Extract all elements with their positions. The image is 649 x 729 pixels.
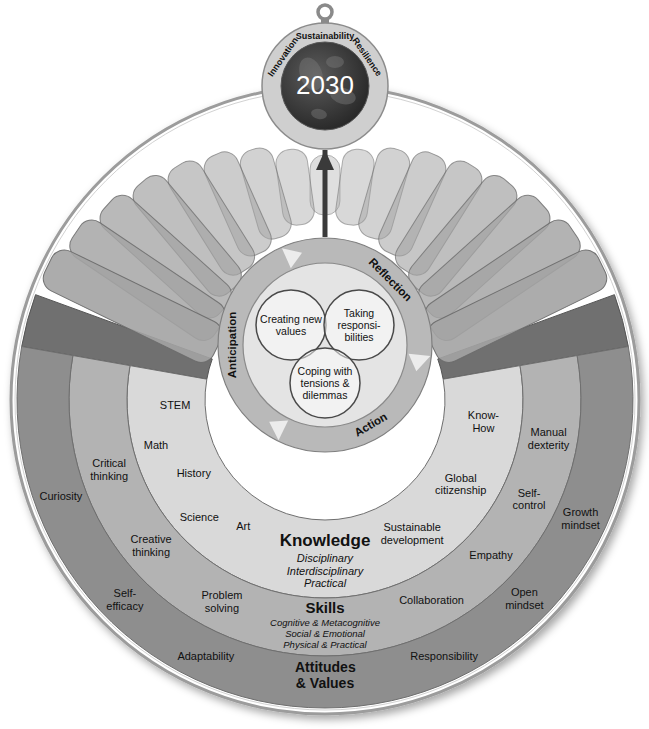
ring-label: Sustainability (296, 30, 355, 40)
text-holder: Math (144, 439, 168, 452)
band-item: Collaboration (399, 594, 464, 607)
text-holder: History (177, 466, 211, 479)
earth-disc (281, 42, 369, 130)
text-holder: Open mindset (505, 587, 544, 612)
cycle-arrow (409, 354, 431, 371)
text-holder: Self-efficacy (106, 588, 143, 613)
band-item: Know-How (468, 410, 499, 435)
text-holder: Growth mindset (561, 507, 600, 532)
band-subtitle: Cognitive & Metacognitive Social & Emoti… (270, 617, 381, 650)
text-holder: Collaboration (399, 594, 464, 607)
band-item: Growth mindset (561, 507, 600, 532)
medallion (11, 86, 639, 714)
year-label: 2030 (296, 71, 354, 101)
text-holder: Skills (305, 599, 344, 616)
text-holder: Coping with tensions & dilemmas (294, 365, 356, 401)
band-item: Art (236, 520, 250, 533)
earth-land (310, 108, 327, 121)
text-holder: Manual dexterity (528, 427, 570, 452)
text-holder: Self-control (513, 487, 546, 512)
coil-segment (423, 245, 611, 367)
text-holder: Critical thinking (90, 458, 128, 483)
cycle-label: Anticipation (226, 312, 239, 378)
medallion-rim (15, 90, 635, 710)
text-holder: Science (180, 511, 219, 524)
pointer-arrow (323, 150, 328, 237)
band-item: History (177, 466, 211, 479)
band-item: Responsibility (410, 649, 478, 662)
band-heading: Knowledge (280, 531, 371, 551)
text-holder: Sustainability (296, 30, 355, 40)
coil-segment (39, 245, 227, 367)
text-holder: Disciplinary Interdisciplinary Practical (287, 552, 363, 590)
cycle-arrow (269, 420, 288, 440)
band-subtitle: Disciplinary Interdisciplinary Practical (287, 552, 363, 590)
cycle-core (243, 263, 407, 427)
band-item: Sustainable development (381, 522, 444, 547)
competency-outline (290, 348, 360, 418)
globe-ring (262, 23, 388, 149)
text-holder: Attitudes & Values (295, 659, 355, 691)
cycle-arrow (282, 248, 302, 268)
competency-text: Creating new values (260, 313, 322, 337)
competency-circle: Coping with tensions & dilemmas (289, 347, 361, 419)
text-holder: Responsibility (410, 649, 478, 662)
cycle-ring: ReflectionAnticipationActionCreating new… (217, 237, 433, 453)
cycle-ring-outline (217, 237, 433, 453)
band-item: Critical thinking (90, 458, 128, 483)
text-holder: Adaptability (177, 649, 234, 662)
band-heading: Skills (305, 599, 344, 616)
band-item: Manual dexterity (528, 427, 570, 452)
band-item: Empathy (469, 549, 512, 562)
hanging-loop (318, 5, 332, 19)
text-holder: Taking responsi-bilities (328, 307, 390, 343)
text-holder: STEM (160, 399, 191, 412)
text-holder: Art (236, 520, 250, 533)
text-holder: Creating new values (260, 313, 322, 337)
band-fill (17, 347, 633, 708)
text-holder: Creative thinking (131, 533, 172, 558)
competency-text: Taking responsi-bilities (328, 307, 390, 343)
connector-group (325, 150, 326, 237)
text-holder: Cognitive & Metacognitive Social & Emoti… (270, 617, 381, 650)
band-heading: Attitudes & Values (295, 659, 355, 691)
band-item: Science (180, 511, 219, 524)
text-holder: 2030 (296, 71, 354, 101)
band-item: Creative thinking (131, 533, 172, 558)
text-holder: Global citizenship (435, 472, 486, 497)
text-holder: Empathy (469, 549, 512, 562)
band-item: Self-control (513, 487, 546, 512)
band-item: Math (144, 439, 168, 452)
text-holder: Sustainable development (381, 522, 444, 547)
text-holder: Anticipation (226, 312, 239, 378)
band-item: Curiosity (40, 490, 83, 503)
cycle-band (218, 238, 432, 452)
text-holder: Knowledge (280, 531, 371, 551)
band-item: Problem solving (201, 590, 242, 615)
band-item: Open mindset (505, 587, 544, 612)
band-item: Adaptability (177, 649, 234, 662)
band-item: STEM (160, 399, 191, 412)
text-holder: Curiosity (40, 490, 83, 503)
band-item: Self-efficacy (106, 588, 143, 613)
competency-text: Coping with tensions & dilemmas (294, 365, 356, 401)
globe-circle: InnovationSustainabilityResilience2030 (261, 22, 389, 150)
text-holder: Know-How (468, 410, 499, 435)
text-holder: Problem solving (201, 590, 242, 615)
earth-land (326, 56, 344, 68)
band-item: Global citizenship (435, 472, 486, 497)
